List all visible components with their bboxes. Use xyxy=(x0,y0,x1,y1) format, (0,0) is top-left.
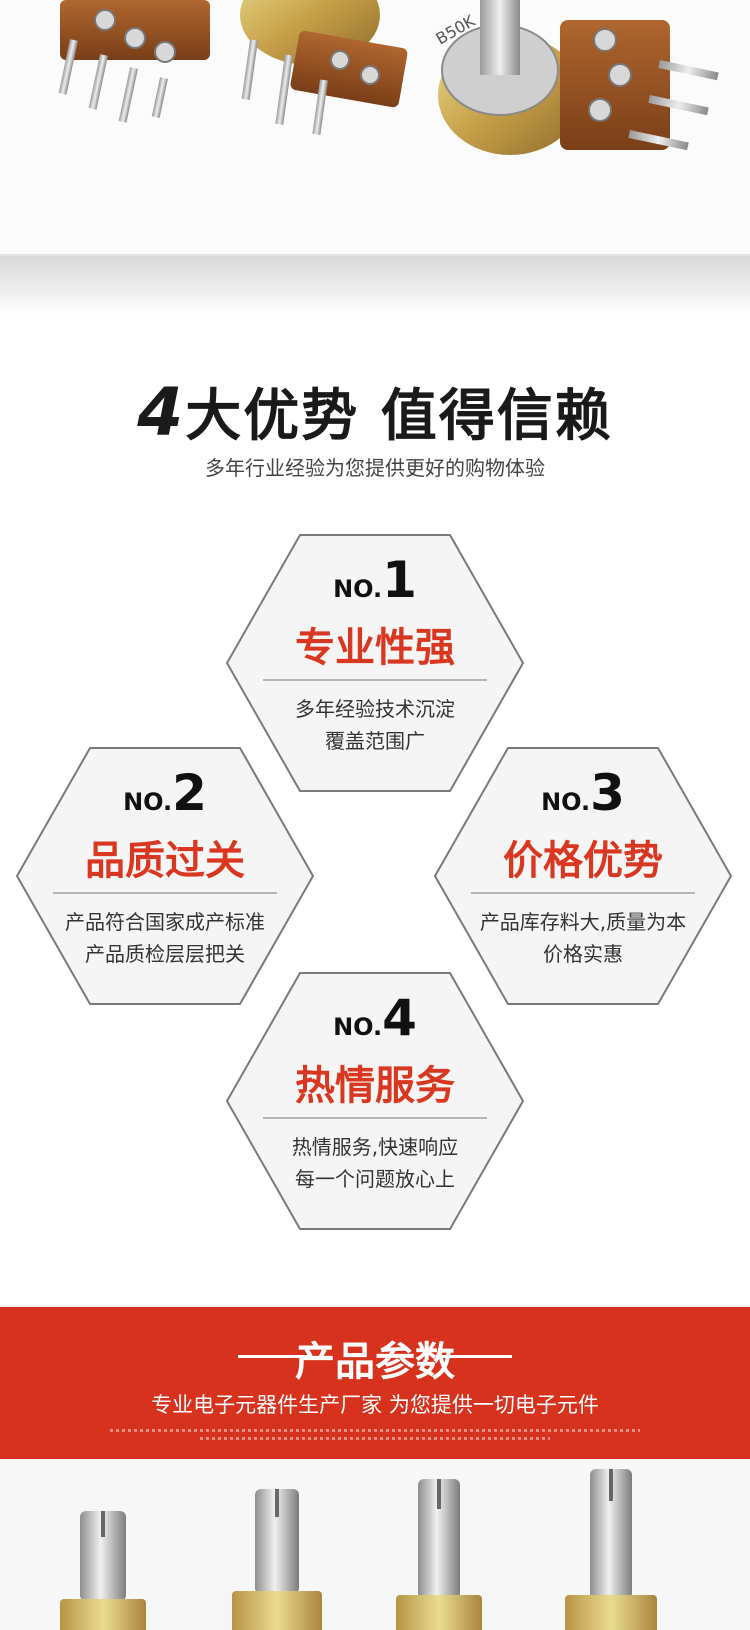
product-photo-bottom xyxy=(0,1459,750,1630)
headline-number: 4 xyxy=(137,374,186,451)
shadow-band xyxy=(0,256,750,316)
advantage-title: 热情服务 xyxy=(295,1063,455,1109)
advantage-divider xyxy=(263,679,487,681)
advantages-subtitle: 多年行业经验为您提供更好的购物体验 xyxy=(205,456,545,480)
advantage-description: 多年经验技术沉淀 覆盖范围广 xyxy=(295,697,455,753)
advantage-description: 产品符合国家成产标准 产品质检层层把关 xyxy=(65,910,265,966)
section-divider xyxy=(0,254,750,256)
banner-fine-print xyxy=(110,1429,640,1432)
advantage-title: 价格优势 xyxy=(503,838,663,884)
advantage-divider xyxy=(53,892,277,894)
advantage-title: 专业性强 xyxy=(295,625,455,671)
headline-text: 大优势 值得信赖 xyxy=(185,384,613,449)
hexagon-shape xyxy=(225,972,525,1230)
advantage-number: NO.1 xyxy=(333,551,417,609)
advantages-section: 4大优势 值得信赖 多年行业经验为您提供更好的购物体验 NO.1 专业性强 多年… xyxy=(0,316,750,1306)
advantage-card-3: NO.3 价格优势 产品库存料大,质量为本 价格实惠 xyxy=(433,746,733,1006)
advantage-number: NO.2 xyxy=(123,764,207,822)
advantage-description: 热情服务,快速响应 每一个问题放心上 xyxy=(291,1135,459,1191)
advantage-title: 品质过关 xyxy=(85,838,245,884)
params-banner: 产品参数 专业电子元器件生产厂家 为您提供一切电子元件 xyxy=(0,1307,750,1459)
advantage-description: 产品库存料大,质量为本 价格实惠 xyxy=(479,910,687,966)
hexagon-shape xyxy=(433,747,733,1005)
advantage-divider xyxy=(263,1117,487,1119)
banner-fine-print xyxy=(200,1437,550,1440)
potentiometer-illustration: B50K xyxy=(58,0,719,155)
advantage-number: NO.4 xyxy=(333,989,417,1047)
advantage-number: NO.3 xyxy=(541,764,625,822)
product-photo-top: B50K xyxy=(0,0,750,255)
advantage-card-4: NO.4 热情服务 热情服务,快速响应 每一个问题放心上 xyxy=(225,971,525,1231)
advantage-divider xyxy=(471,892,695,894)
hexagon-shape xyxy=(225,534,525,792)
banner-dash-left xyxy=(238,1355,310,1358)
banner-title: 产品参数 xyxy=(295,1339,455,1385)
hexagon-shape xyxy=(15,747,315,1005)
advantage-card-2: NO.2 品质过关 产品符合国家成产标准 产品质检层层把关 xyxy=(15,746,315,1006)
banner-dash-right xyxy=(440,1355,512,1358)
advantages-headline: 4大优势 值得信赖 xyxy=(0,371,750,452)
potentiometer-shafts-illustration xyxy=(60,1469,657,1630)
advantage-card-1: NO.1 专业性强 多年经验技术沉淀 覆盖范围广 xyxy=(225,533,525,793)
banner-subtitle: 专业电子元器件生产厂家 为您提供一切电子元件 xyxy=(151,1393,599,1417)
